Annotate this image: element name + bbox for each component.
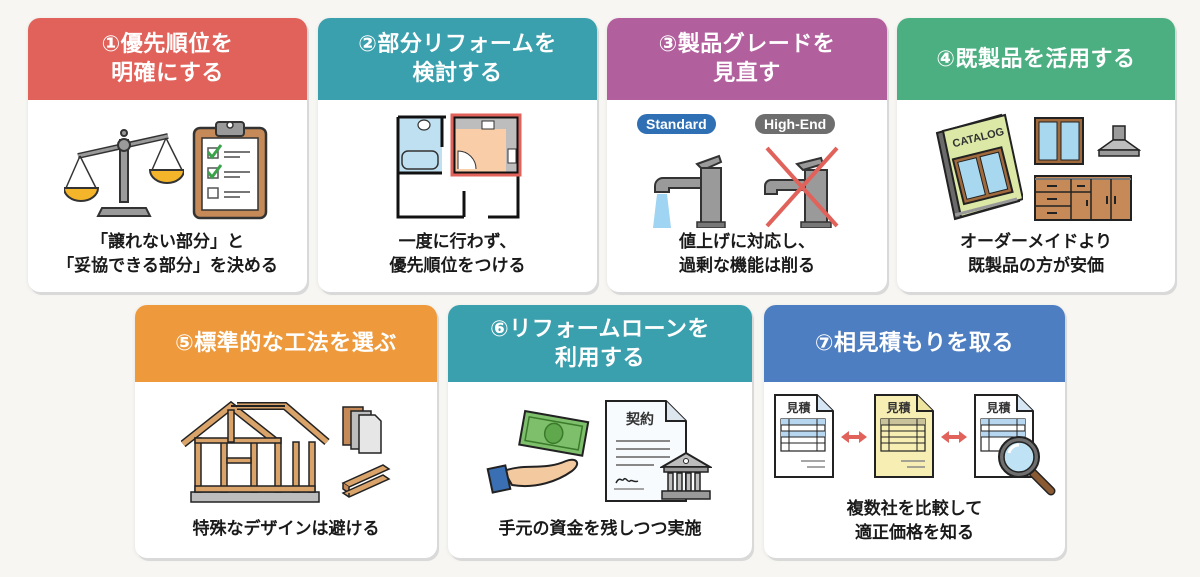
estimate-label: 見積 — [886, 401, 911, 415]
material-sheets-icon — [342, 406, 382, 454]
card-header: ③製品グレードを 見直す — [607, 18, 887, 100]
high-end-label: High-End — [755, 114, 836, 134]
estimate-label: 見積 — [986, 401, 1011, 415]
tip-card-product-grade: ③製品グレードを 見直す Standard High-End 値上げに対応し、 … — [607, 18, 887, 292]
window-icon — [1034, 117, 1084, 165]
lumber-icon — [341, 464, 391, 498]
caption-line: 「妥協できる部分」を決める — [57, 256, 278, 276]
range-hood-icon — [1097, 125, 1141, 157]
estimate-document-icon — [873, 394, 934, 478]
tip-card-standard-method: ⑤標準的な工法を選ぶ — [135, 305, 437, 558]
contract-document-icon — [605, 400, 687, 502]
card-header: ⑦相見積もりを取る — [764, 305, 1065, 382]
card-title-line: 明確にする — [111, 61, 224, 86]
floor-plan-icon — [396, 113, 521, 219]
caption-line: 適正価格を知る — [855, 523, 974, 543]
card-caption: オーダーメイドより 既製品の方が安価 — [897, 230, 1175, 278]
magnifier-icon — [997, 436, 1055, 496]
card-caption: 「譲れない部分」と 「妥協できる部分」を決める — [28, 230, 307, 278]
standard-label: Standard — [637, 114, 716, 134]
card-caption: 手元の資金を残しつつ実施 — [448, 517, 752, 541]
estimate-label: 見積 — [786, 401, 811, 415]
card-title-line: 利用する — [554, 345, 645, 371]
caption-line: 複数社を比較して — [846, 499, 983, 519]
card-title-line: ②部分リフォームを — [358, 32, 557, 57]
card-header: ②部分リフォームを 検討する — [318, 18, 597, 100]
compare-arrow-icon — [940, 431, 967, 443]
card-caption: 一度に行わず、 優先順位をつける — [318, 230, 597, 278]
tip-card-reform-loan: ⑥リフォームローンを 利用する 契約 — [448, 305, 752, 558]
card-title-line: ⑤標準的な工法を選ぶ — [175, 331, 397, 356]
card-title-line: ⑥リフォームローンを — [490, 316, 710, 342]
caption-line: 一度に行わず、 — [398, 232, 517, 252]
card-title-line: ⑦相見積もりを取る — [814, 331, 1015, 356]
faucet-standard-icon — [653, 154, 726, 228]
caption-line: 優先順位をつける — [389, 256, 526, 276]
caption-line: 値上げに対応し、 — [679, 232, 815, 252]
caption-line: 手元の資金を残しつつ実施 — [498, 519, 702, 539]
contract-label: 契約 — [626, 412, 654, 428]
caption-line: 「譲れない部分」と — [91, 232, 244, 252]
card-header: ④既製品を活用する — [897, 18, 1175, 100]
estimate-document-icon — [773, 394, 834, 478]
catalog-book-icon: CATALOG — [935, 113, 1023, 221]
card-title-line: 見直す — [713, 61, 781, 86]
tip-card-multiple-estimates: ⑦相見積もりを取る 見積 — [764, 305, 1065, 558]
bank-icon — [660, 451, 712, 500]
card-header: ⑥リフォームローンを 利用する — [448, 305, 752, 382]
tip-card-partial-reform: ②部分リフォームを 検討する 一度に行わず、 優先順位をつける — [318, 18, 597, 292]
balance-scale-icon — [63, 129, 184, 217]
card-caption: 値上げに対応し、 過剰な機能は削る — [607, 230, 887, 278]
card-title-line: ①優先順位を — [101, 32, 234, 57]
caption-line: 特殊なデザインは避ける — [192, 519, 380, 539]
caption-line: 既製品の方が安価 — [968, 256, 1104, 276]
card-caption: 特殊なデザインは避ける — [135, 517, 437, 541]
card-header: ⑤標準的な工法を選ぶ — [135, 305, 437, 382]
card-caption: 複数社を比較して 適正価格を知る — [764, 497, 1065, 545]
faucet-high-end-crossed-icon — [764, 146, 839, 228]
house-frame-icon — [181, 400, 330, 503]
card-title-line: ④既製品を活用する — [936, 46, 1136, 72]
compare-arrow-icon — [840, 431, 867, 443]
caption-line: 過剰な機能は削る — [679, 256, 815, 276]
kitchen-cabinet-icon — [1034, 175, 1132, 221]
clipboard-checklist-icon — [192, 121, 267, 220]
tip-card-ready-made: ④既製品を活用する CATALOG — [897, 18, 1175, 292]
card-header: ①優先順位を 明確にする — [28, 18, 307, 100]
tip-card-priority: ①優先順位を 明確にする — [28, 18, 307, 292]
card-title-line: ③製品グレードを — [658, 32, 836, 57]
caption-line: オーダーメイドより — [960, 232, 1112, 252]
card-title-line: 検討する — [412, 61, 503, 86]
money-hand-icon — [486, 409, 590, 494]
